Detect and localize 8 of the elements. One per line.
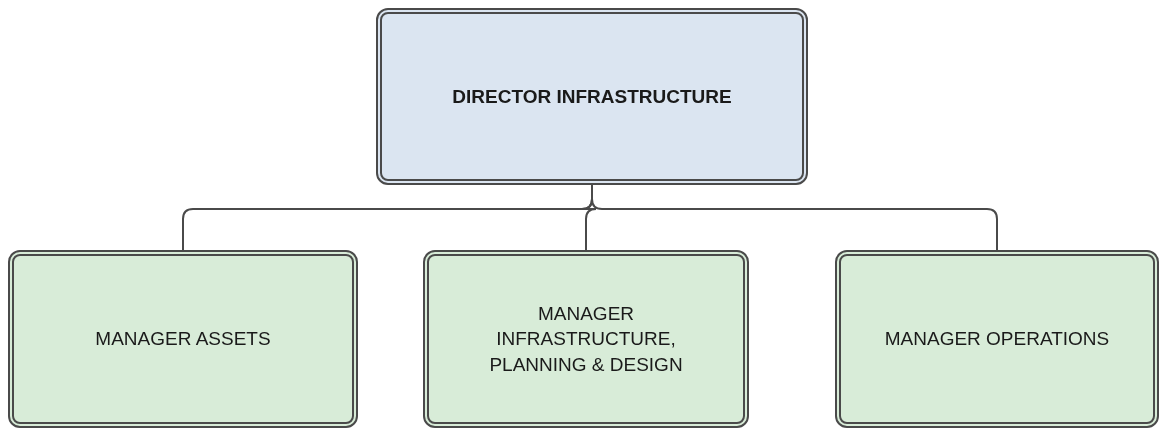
org-box <box>423 250 749 428</box>
org-box <box>376 8 808 185</box>
org-box <box>835 250 1159 428</box>
role-title: MANAGER ASSETS <box>95 327 271 352</box>
role-title: MANAGER OPERATIONS <box>884 327 1110 352</box>
role-title: DIRECTOR INFRASTRUCTURE <box>452 84 732 109</box>
org-box <box>8 250 358 428</box>
role-title: MANAGER INFRASTRUCTURE, PLANNING & DESIGN <box>488 301 684 377</box>
